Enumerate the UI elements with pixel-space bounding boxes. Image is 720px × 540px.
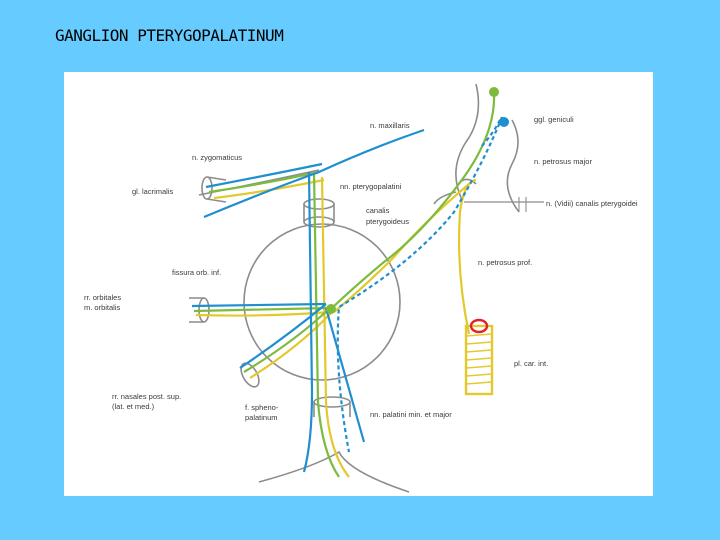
label-fissura: fissura orb. inf.: [172, 268, 221, 277]
label-palatinum: palatinum: [245, 413, 278, 422]
fiber-zygomatic-blue: [205, 162, 323, 189]
sympathetic-fibers: [195, 176, 477, 478]
vidian-tick-1: [518, 197, 527, 212]
fiber-petrosus-profundus: [457, 178, 477, 335]
ganglion-pterygopalatinum-dot: [326, 304, 336, 314]
slide-title: GANGLION PTERYGOPALATINUM: [55, 26, 284, 45]
label-n-zygomaticus: n. zygomaticus: [192, 153, 242, 162]
label-pterygoideus: pterygoideus: [366, 217, 409, 226]
diagram-panel: n. maxillaris ggl. geniculi n. zygomatic…: [64, 72, 653, 496]
label-nn-palatini: nn. palatini min. et major: [370, 410, 452, 419]
fiber-nasal-blue: [239, 303, 327, 369]
canal-body-lacrimal: [206, 176, 227, 203]
fossa-bottom-contour: [258, 450, 410, 493]
fiber-orbital-blue: [191, 302, 327, 308]
anatomical-structures: [189, 83, 544, 493]
parasympathetic-fibers: [193, 91, 496, 478]
carotid-artery-lumen: [469, 318, 489, 334]
canal-ring-lacrimal: [201, 176, 213, 200]
fiber-nasal-green: [243, 307, 331, 373]
canal-ring-nasal: [240, 362, 260, 388]
fiber-maxillaris-blue: [203, 128, 425, 219]
fiber-geniculi-dashed-blue: [481, 119, 501, 147]
ganglion-geniculi-dot-blue: [499, 117, 509, 127]
fiber-petrosus-dashed-blue: [336, 116, 504, 453]
fiber-vertical-blue: [302, 171, 314, 473]
sensory-fibers: [191, 116, 504, 473]
fiber-zygomatic-yellow: [213, 178, 325, 200]
label-rr-orbitales: rr. orbitales: [84, 293, 121, 302]
fiber-petrosus-major-green: [331, 91, 496, 309]
label-canalis: canalis: [366, 206, 390, 215]
label-pl-car-int: pl. car. int.: [514, 359, 548, 368]
canal-body-top: [303, 204, 335, 222]
canal-body-orbital: [189, 297, 204, 323]
label-n-petrosus-prof: n. petrosus prof.: [478, 258, 532, 267]
label-rr-nasales: rr. nasales post. sup.: [112, 392, 181, 401]
diagram-labels: n. maxillaris ggl. geniculi n. zygomatic…: [84, 115, 638, 422]
label-gl-lacrimalis: gl. lacrimalis: [132, 187, 174, 196]
fiber-vertical-green: [312, 171, 340, 478]
label-rr-nasales-sub: (lat. et med.): [112, 402, 155, 411]
fiber-orbital-green: [193, 306, 331, 313]
ganglion-geniculi-dot-green: [489, 87, 499, 97]
facial-canal-inner: [506, 119, 520, 213]
label-m-orbitalis: m. orbitalis: [84, 303, 121, 312]
label-n-petrosus-major: n. petrosus major: [534, 157, 592, 166]
internal-carotid-plexus: [464, 318, 494, 396]
canal-ring-top-b: [303, 216, 335, 228]
pterygopalatine-diagram: n. maxillaris ggl. geniculi n. zygomatic…: [84, 83, 638, 493]
facial-canal-outer: [455, 83, 480, 201]
fiber-palatine-blue: [324, 307, 366, 443]
carotid-plexus-coils: [465, 333, 493, 385]
label-ggl-geniculi: ggl. geniculi: [534, 115, 574, 124]
label-n-maxillaris: n. maxillaris: [370, 121, 410, 130]
fiber-zygomatic-green: [208, 170, 320, 194]
canal-body-bottom: [313, 402, 351, 417]
fiber-vertical-yellow: [320, 176, 350, 478]
label-n-vidii: n. (Vidii) canalis pterygoidei: [546, 199, 638, 208]
label-nn-pterygopalatini: nn. pterygopalatini: [340, 182, 402, 191]
fiber-nasal-yellow: [249, 311, 333, 379]
label-f-spheno: f. spheno-: [245, 403, 279, 412]
fiber-vidian-yellow: [333, 183, 470, 313]
